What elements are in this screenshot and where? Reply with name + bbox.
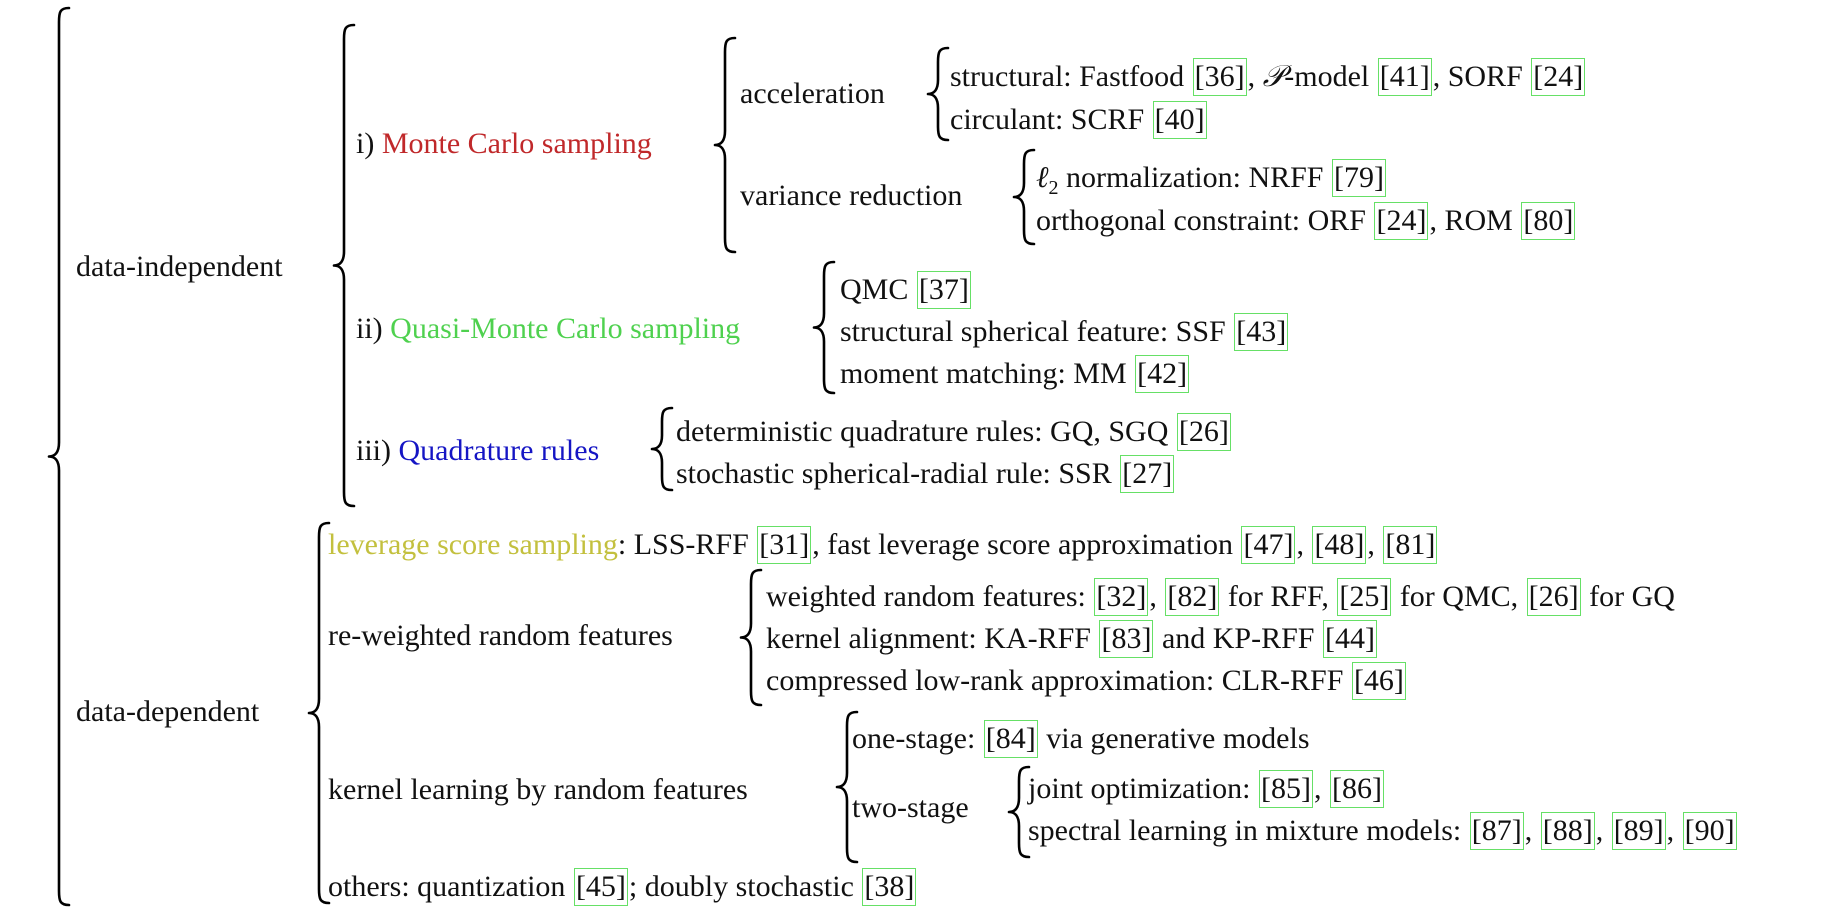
quadrature-prefix: iii) (356, 434, 399, 467)
citation: [43] (1234, 313, 1289, 351)
qmc-prefix: ii) (356, 312, 391, 345)
data-independent-brace (332, 23, 356, 508)
citation: [87] (1469, 812, 1524, 850)
node-two-stage: two-stage (852, 791, 969, 824)
monte-carlo-label: Monte Carlo sampling (381, 127, 652, 160)
citation: [89] (1611, 812, 1666, 850)
calligraphic-p: 𝒫 (1262, 59, 1285, 94)
node-data-dependent: data-dependent (76, 695, 260, 728)
kernel-learning-brace (835, 710, 859, 864)
acceleration-brace (926, 46, 950, 142)
leaf-kernel-alignment: kernel alignment: KA-RFF [83] and KP-RFF… (766, 620, 1378, 658)
citation: [40] (1152, 101, 1207, 139)
citation: [32] (1094, 578, 1149, 616)
two-stage-brace (1007, 765, 1031, 859)
leaf-circulant: circulant: SCRF [40] (950, 101, 1208, 139)
citation: [90] (1682, 812, 1737, 850)
node-monte-carlo: i) Monte Carlo sampling (356, 126, 652, 162)
citation: [48] (1312, 526, 1367, 564)
citation: [79] (1332, 159, 1386, 197)
node-kernel-learning: kernel learning by random features (328, 773, 748, 806)
citation: [82] (1165, 578, 1220, 616)
citation: [26] (1526, 578, 1581, 616)
citation: [84] (983, 720, 1038, 758)
monte-carlo-prefix: i) (356, 127, 382, 160)
citation: [24] (1374, 202, 1429, 240)
ell-symbol: ℓ (1036, 161, 1049, 194)
leaf-compressed-low-rank: compressed low-rank approximation: CLR-R… (766, 662, 1407, 700)
leaf-qmc: QMC [37] (840, 271, 972, 309)
reweighted-brace (739, 568, 763, 707)
quadrature-brace (650, 406, 674, 492)
citation: [81] (1383, 526, 1438, 564)
leaf-ssf: structural spherical feature: SSF [43] (840, 313, 1289, 351)
leaf-spectral-learning: spectral learning in mixture models: [87… (1028, 812, 1738, 850)
citation: [86] (1329, 770, 1384, 808)
node-variance-reduction: variance reduction (740, 179, 963, 212)
qmc-label: Quasi-Monte Carlo sampling (390, 312, 741, 345)
leaf-one-stage: one-stage: [84] via generative models (852, 720, 1310, 758)
variance-reduction-brace (1012, 148, 1036, 246)
citation: [37] (916, 271, 971, 309)
citation: [42] (1135, 355, 1190, 393)
leaf-l2-normalization: ℓ2 normalization: NRFF [79] (1036, 159, 1386, 199)
node-leverage-score-sampling: leverage score sampling: LSS-RFF [31], f… (328, 526, 1438, 564)
leaf-weighted-random-features: weighted random features: [32], [82] for… (766, 578, 1675, 616)
citation: [24] (1531, 58, 1586, 96)
citation: [41] (1377, 58, 1432, 96)
citation: [88] (1540, 812, 1595, 850)
node-reweighted-random-features: re-weighted random features (328, 619, 673, 652)
qmc-brace (812, 260, 836, 395)
citation: [38] (862, 868, 917, 906)
node-quasi-monte-carlo: ii) Quasi-Monte Carlo sampling (356, 311, 740, 347)
citation: [25] (1337, 578, 1392, 616)
citation: [85] (1258, 770, 1313, 808)
leaf-deterministic-quadrature: deterministic quadrature rules: GQ, SGQ … (676, 413, 1232, 451)
citation: [80] (1521, 202, 1576, 240)
node-acceleration: acceleration (740, 77, 885, 110)
leverage-label: leverage score sampling (328, 528, 618, 561)
node-data-independent: data-independent (76, 250, 283, 283)
leaf-moment-matching: moment matching: MM [42] (840, 355, 1190, 393)
citation: [27] (1120, 455, 1175, 493)
leaf-joint-optimization: joint optimization: [85], [86] (1028, 770, 1385, 808)
citation: [45] (573, 868, 628, 906)
quadrature-label: Quadrature rules (398, 434, 600, 467)
citation: [31] (757, 526, 812, 564)
data-dependent-brace (307, 521, 331, 905)
leaf-structural: structural: Fastfood [36], 𝒫-model [41],… (950, 58, 1586, 96)
root-brace (47, 6, 71, 907)
leaf-stochastic-spherical-radial: stochastic spherical-radial rule: SSR [2… (676, 455, 1175, 493)
node-quadrature: iii) Quadrature rules (356, 433, 599, 469)
citation: [26] (1176, 413, 1231, 451)
node-others: others: quantization [45]; doubly stocha… (328, 868, 917, 906)
subscript-2: 2 (1048, 177, 1059, 199)
citation: [36] (1192, 58, 1247, 96)
citation: [44] (1323, 620, 1377, 658)
leaf-orthogonal-constraint: orthogonal constraint: ORF [24], ROM [80… (1036, 202, 1576, 240)
citation: [83] (1099, 620, 1154, 658)
citation: [46] (1351, 662, 1406, 700)
monte-carlo-brace (713, 36, 737, 254)
citation: [47] (1241, 526, 1296, 564)
